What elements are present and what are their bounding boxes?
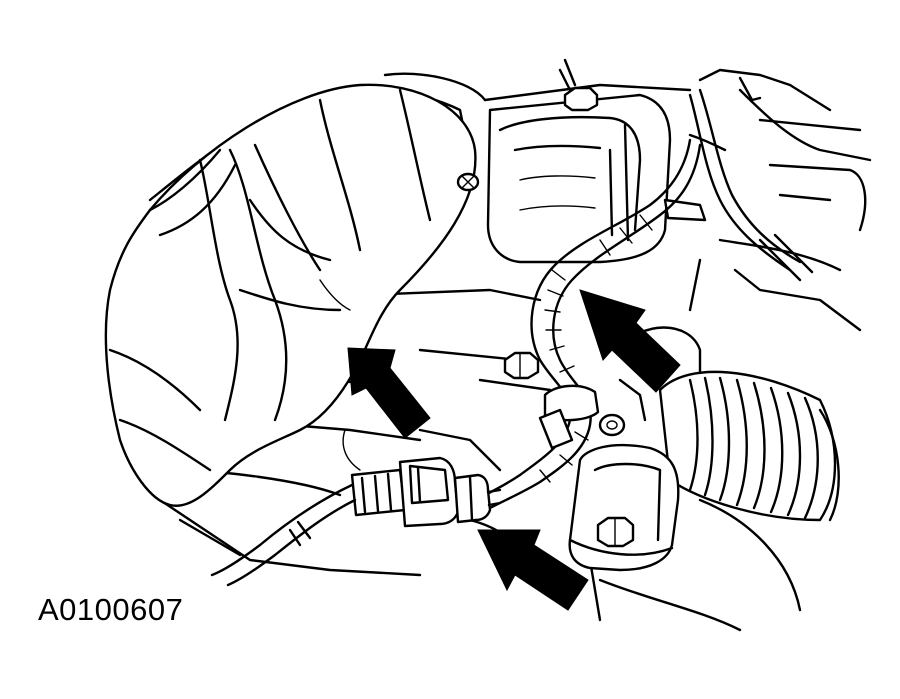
center-bolt [503,351,540,380]
electrical-connector [210,429,502,587]
lower-mount-bracket [568,443,680,572]
rubber-cover [104,83,480,507]
arrow-left-icon [347,347,431,439]
right-harness [663,76,814,282]
wire-loom [483,138,702,510]
arrow-bottom-icon [477,529,589,611]
figure-code: A0100607 [38,592,184,627]
accordion-boot [658,370,840,522]
arrow-upper-right-icon [579,289,681,393]
upper-mount-bracket [486,68,672,264]
